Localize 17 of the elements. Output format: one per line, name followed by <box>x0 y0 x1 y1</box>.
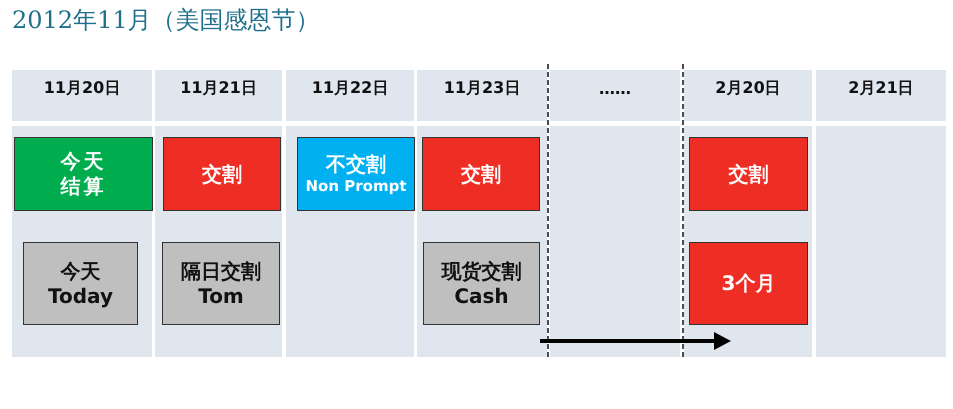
date-header: 11月21日 <box>155 70 282 121</box>
status-box: 交割 <box>689 137 808 211</box>
settlement-box: 3个月 <box>689 242 808 325</box>
date-header: 2月21日 <box>816 70 946 121</box>
status-box: 交割 <box>422 137 540 211</box>
status-box: 交割 <box>163 137 281 211</box>
date-header: 11月20日 <box>12 70 152 121</box>
date-header: 11月22日 <box>286 70 414 121</box>
status-box: 不交割 Non Prompt <box>297 137 415 211</box>
date-header: 2月20日 <box>684 70 812 121</box>
title: 2012年11月（美国感恩节） <box>12 5 320 36</box>
status-box: 今天结算 <box>14 137 153 211</box>
settlement-box: 隔日交割 Tom <box>162 242 280 325</box>
date-header: 11月23日 <box>417 70 547 121</box>
settlement-box: 今天 Today <box>23 242 138 325</box>
settlement-box: 现货交割 Cash <box>423 242 540 325</box>
date-header: …… <box>550 70 680 121</box>
